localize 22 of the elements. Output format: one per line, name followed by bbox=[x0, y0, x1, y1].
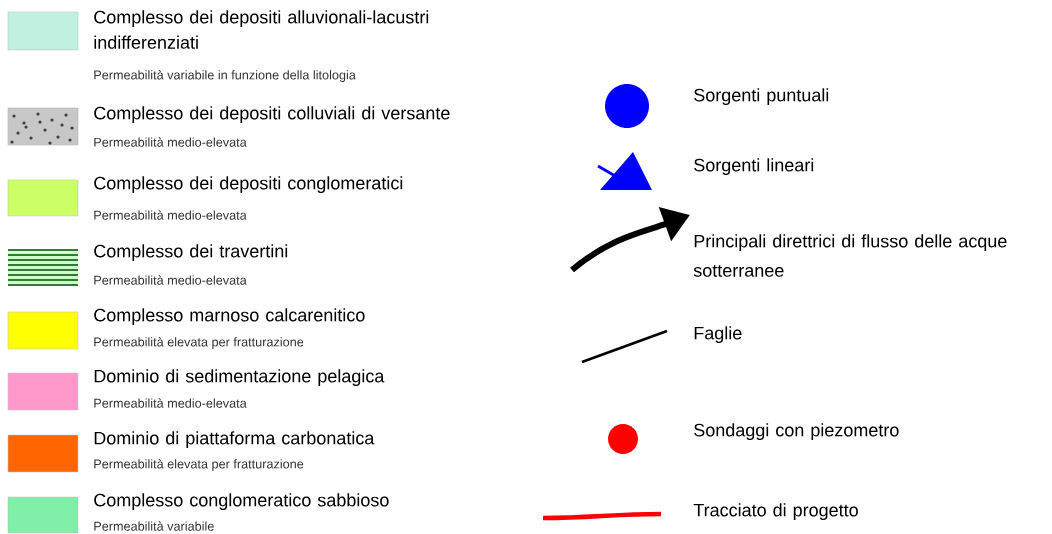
permeability-note: Permeabilità variabile in funzione della litologia bbox=[94, 70, 356, 82]
legend-text: Dominio di sedimentazione pelagica bbox=[94, 369, 385, 387]
permeability-note: Permeabilità variabile bbox=[94, 521, 214, 531]
permeability-note: Permeabilità medio-elevata bbox=[94, 275, 247, 285]
legend-text: Complesso dei depositi conglomeratici bbox=[94, 176, 403, 194]
permeability-note: Permeabilità medio-elevata bbox=[94, 210, 247, 220]
legend-text: Sorgenti puntuali bbox=[694, 88, 829, 106]
legend-text: Complesso marnoso calcarenitico bbox=[94, 308, 365, 326]
permeability-note: Permeabilità elevata per fratturazione bbox=[94, 459, 304, 471]
permeability-note: Permeabilità medio-elevata bbox=[94, 398, 247, 408]
legend-text: Sorgenti lineari bbox=[694, 158, 814, 176]
legend-text: Complesso dei travertini bbox=[94, 244, 288, 262]
legend-text: Complesso dei depositi colluviali di versante bbox=[94, 106, 450, 124]
legend-text: Faglie bbox=[694, 326, 742, 344]
legend-text: Principali direttrici di flusso delle acque sotterranee bbox=[693, 234, 1007, 277]
permeability-note: Permeabilità elevata per fratturazione bbox=[94, 337, 304, 349]
legend-text: Tracciato di progetto bbox=[693, 503, 858, 521]
legend-text: Complesso dei depositi alluvionali-lacustri indifferenziati bbox=[94, 10, 429, 49]
legend-text: Dominio di piattaforma carbonatica bbox=[94, 431, 375, 449]
legend-text: Complesso conglomeratico sabbioso bbox=[94, 493, 389, 511]
permeability-note: Permeabilità medio-elevata bbox=[94, 137, 247, 147]
legend-text: Sondaggi con piezometro bbox=[694, 423, 899, 441]
